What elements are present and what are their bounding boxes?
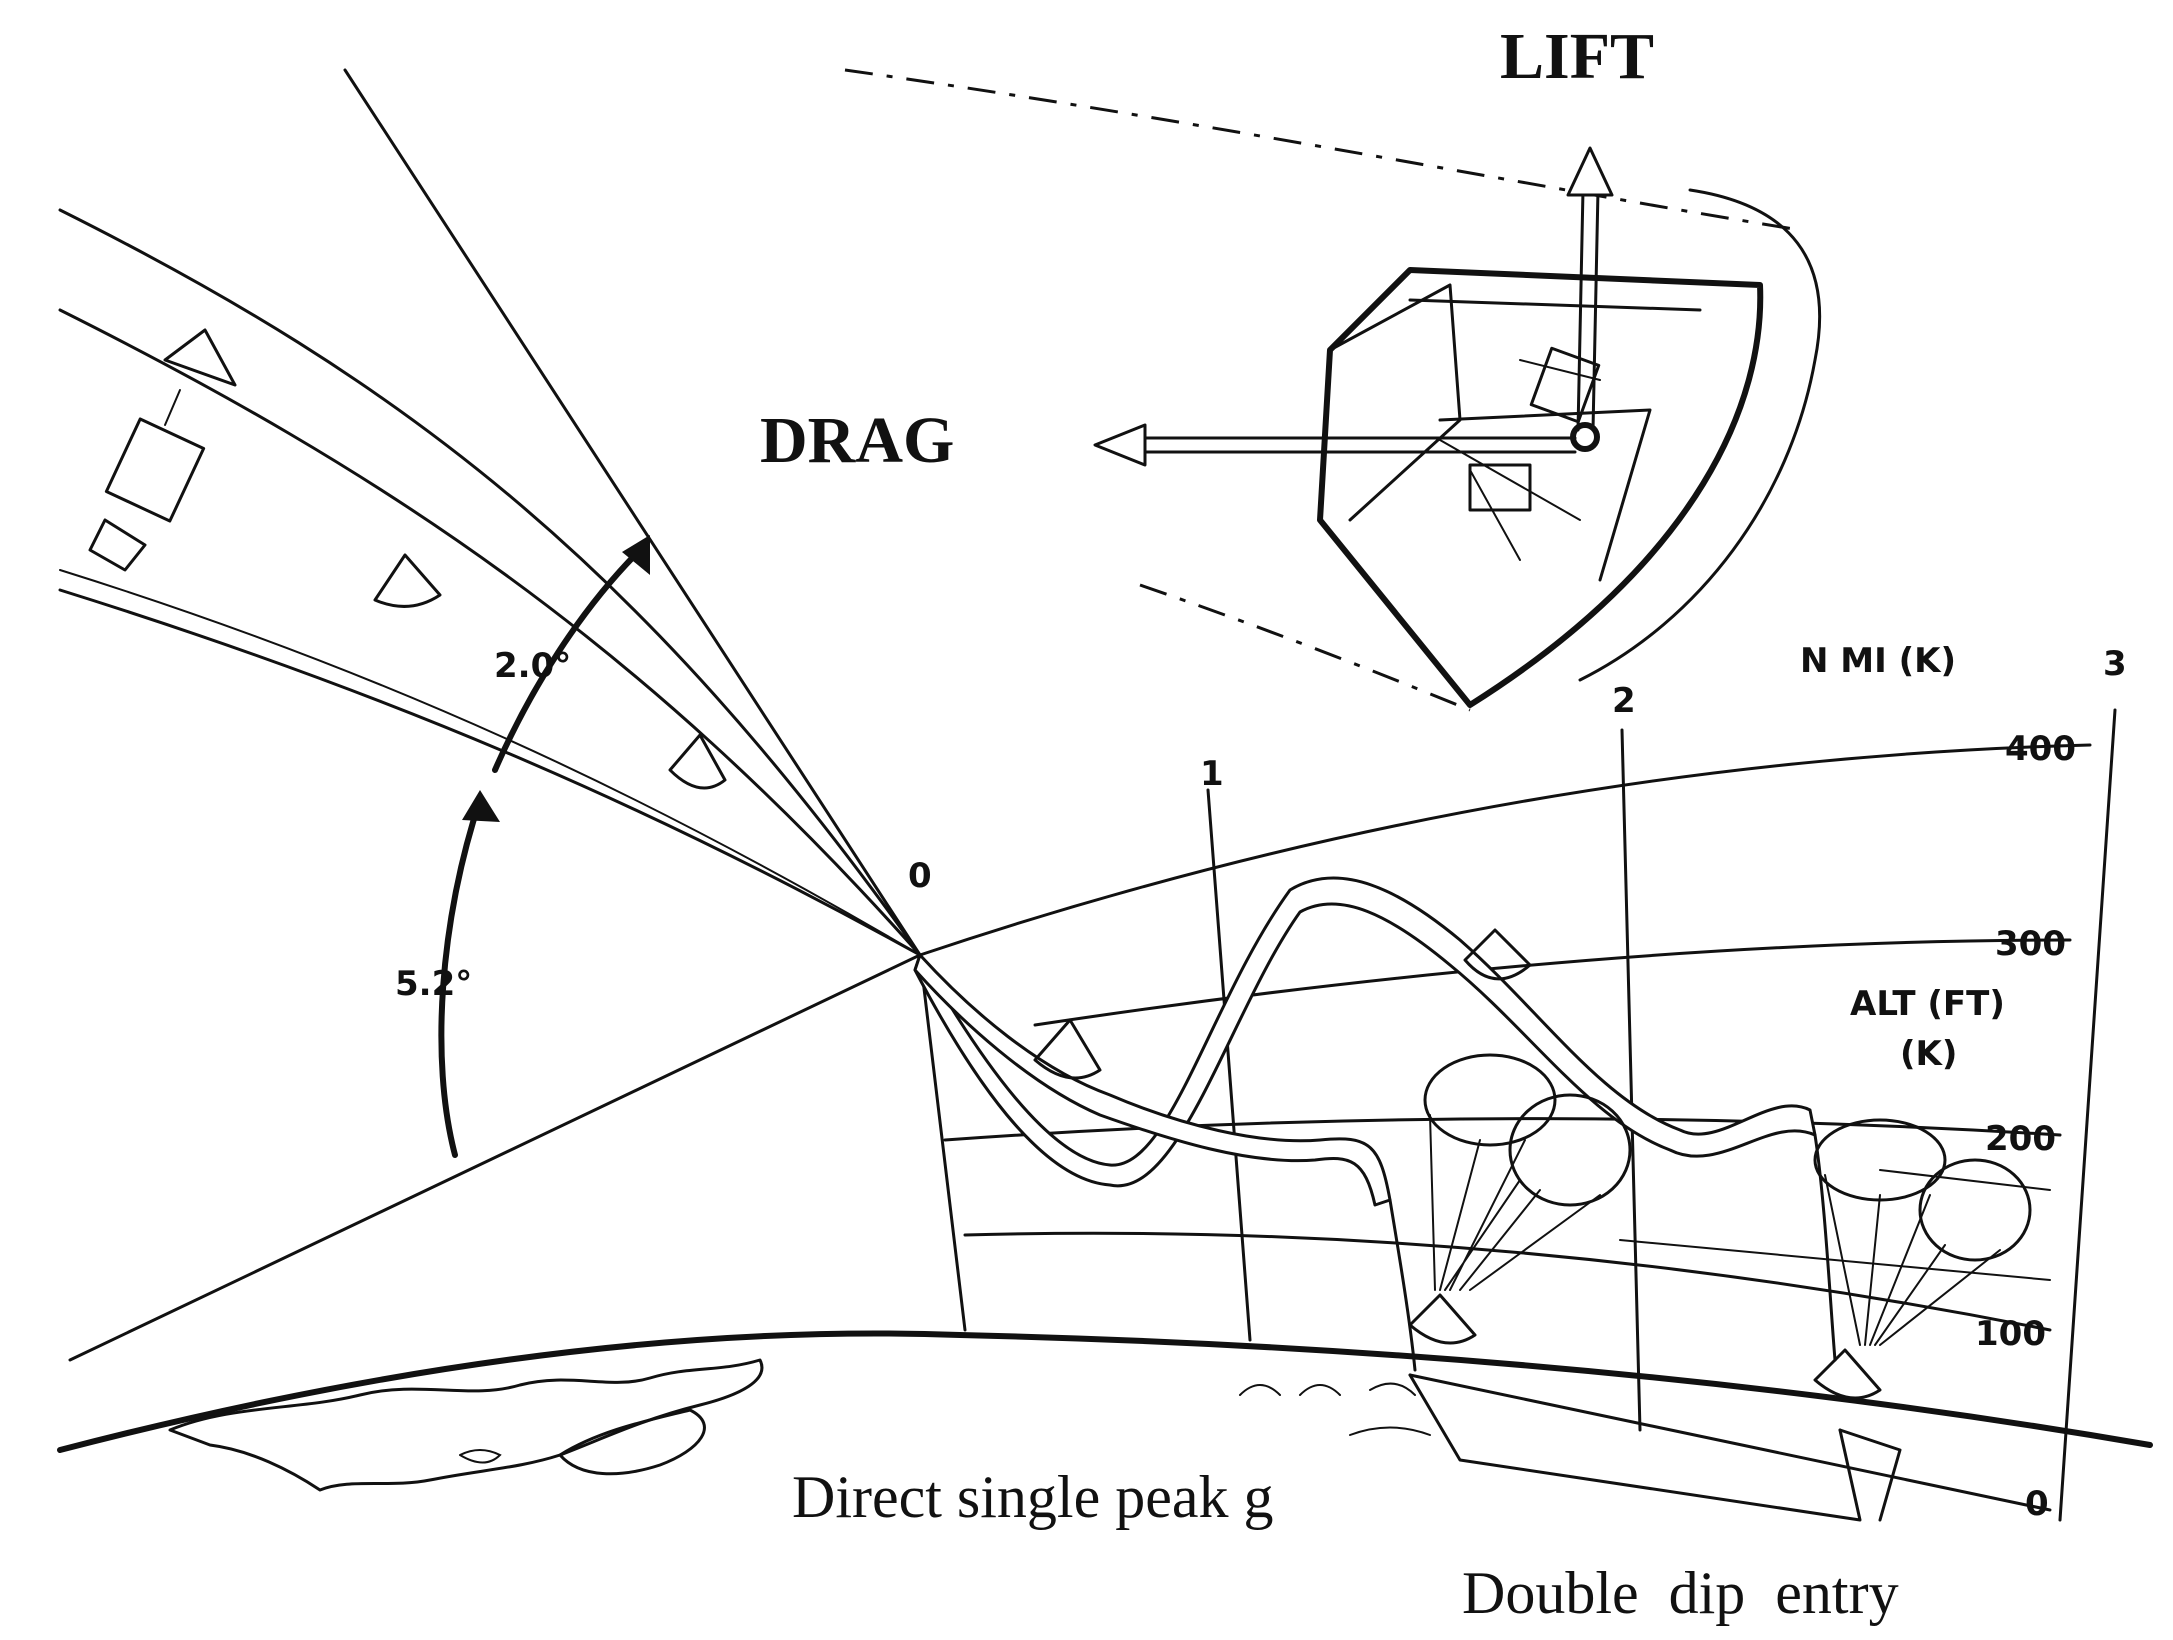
double-dip-trajectory [913,876,1817,1188]
range-3-line [2058,708,2117,1522]
lift-label: LIFT [1500,20,1654,93]
range-2-line [1620,728,1642,1432]
alt-tick-0: 0 [2025,1484,2049,1524]
altitude-range-grid: 0 1 2 3 N MI (K) 400 300 200 100 0 ALT (… [908,641,2127,1524]
capsule-icon [1813,1348,1882,1400]
command-module-cutaway [844,68,1822,712]
range-tick-1: 1 [1200,754,1224,794]
lower-horizon-line [68,953,922,1362]
alt-100-curve [963,1231,2052,1332]
angle-5-2-label: 5.2° [395,964,472,1004]
capsule-icon [1408,1293,1477,1345]
capsule-icon [1033,1018,1102,1080]
range-tick-2: 2 [1612,681,1636,721]
entry-corridor [58,68,922,1362]
double-dip-caption: Double dip entry [1462,1560,1899,1626]
drag-vector-arrow [1093,423,1577,467]
earth-surface [57,1330,2153,1492]
drag-label: DRAG [760,404,954,477]
force-vectors: LIFT DRAG [760,20,1654,477]
origin-label: 0 [908,856,932,896]
arrowhead-upper [622,535,650,575]
range-tick-3: 3 [2103,644,2127,684]
alt-tick-100: 100 [1975,1314,2046,1354]
lift-vector-arrow [1566,146,1614,432]
angle-2-0-label: 2.0° [494,646,571,686]
capsule-icon [668,733,727,790]
alt-tick-400: 400 [2005,729,2076,769]
alt-200-curve [943,1117,2062,1142]
alt-axis-unit: (K) [1900,1034,1957,1074]
lower-trajectory-edge [58,588,922,957]
parachutes-double-dip [1813,1118,2032,1400]
alt-0-line [1408,1373,2052,1512]
command-service-module-icon [88,328,237,572]
upper-corridor-line [343,68,922,957]
alt-300-curve [1033,938,2072,1027]
capsule-icon [1463,928,1532,981]
alt-tick-200: 200 [1985,1119,2056,1159]
alt-400-curve [918,743,2092,957]
capsule-icon [373,553,442,608]
alt-tick-300: 300 [1995,924,2066,964]
arrowhead-lower [462,790,500,822]
range-0-line [918,953,967,1332]
mid-trajectory-edge [58,308,922,957]
range-axis-label: N MI (K) [1800,641,1956,681]
range-1-line [1206,788,1252,1342]
trajectories [913,876,1902,1522]
upper-trajectory-edge [58,208,922,957]
angle-markers: 2.0° 5.2° [395,535,650,1158]
parachutes-direct [1408,1053,1632,1345]
direct-entry-trajectory [913,953,1392,1207]
capsules-approach [88,328,727,790]
direct-entry-caption: Direct single peak g [792,1464,1274,1530]
alt-axis-label: ALT (FT) [1850,984,2005,1024]
